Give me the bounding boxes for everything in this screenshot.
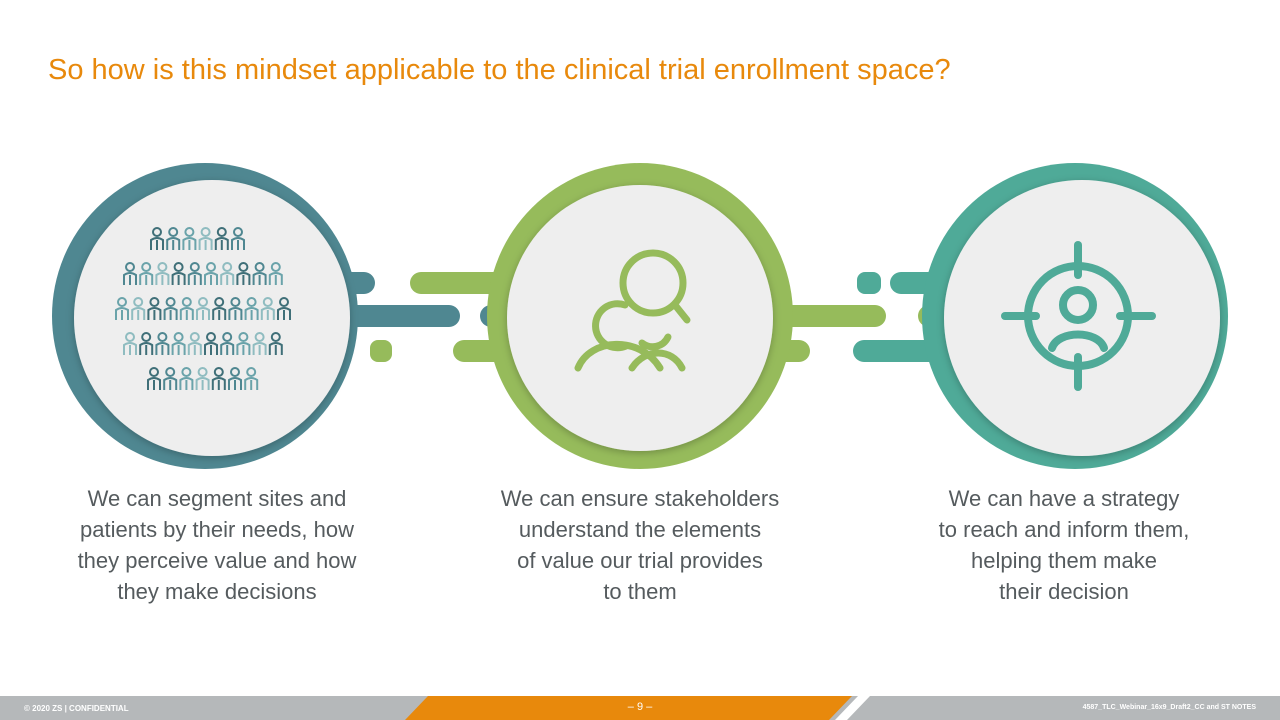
person-figure — [231, 227, 245, 250]
person-figure — [252, 262, 267, 285]
step-2-caption: We can ensure stakeholders understand th… — [470, 483, 810, 607]
caption-line: We can have a strategy — [948, 486, 1180, 511]
person-figure — [171, 262, 186, 285]
person-figure — [139, 332, 154, 355]
person-figure — [212, 297, 227, 320]
person-figure — [236, 262, 251, 285]
caption-line: We can ensure stakeholders — [500, 486, 780, 511]
person-figure — [228, 367, 242, 390]
person-figure — [115, 297, 129, 320]
person-figure — [150, 227, 164, 250]
person-figure — [166, 227, 181, 250]
step-3-caption: We can have a strategy to reach and info… — [894, 483, 1234, 607]
step-2-circle — [487, 163, 793, 469]
person-figure — [244, 297, 259, 320]
target-person-icon — [1001, 241, 1156, 391]
person-figure — [277, 297, 291, 320]
footer-bar: © 2020 ZS | CONFIDENTIAL – 9 – 4587_TLC_… — [0, 696, 1280, 720]
footer-background — [0, 696, 1280, 720]
person-figure — [211, 367, 226, 390]
person-figure — [236, 332, 251, 355]
person-figure — [244, 367, 259, 390]
person-figure — [179, 367, 194, 390]
page-number: – 9 – — [627, 701, 653, 713]
person-figure — [228, 297, 243, 320]
footer-filename: 4587_TLC_Webinar_16x9_Draft2_CC and ST N… — [1082, 704, 1256, 711]
caption-line: they perceive value and how — [77, 548, 357, 573]
person-figure — [123, 332, 137, 355]
caption-line: helping them make — [971, 548, 1157, 573]
caption-line: patients by their needs, how — [80, 517, 354, 542]
footer-copyright: © 2020 ZS | CONFIDENTIAL — [24, 704, 129, 713]
slide-title: So how is this mindset applicable to the… — [48, 54, 951, 86]
person-figure — [268, 262, 283, 285]
person-figure — [123, 262, 137, 285]
step-1-caption: We can segment sites and patients by the… — [47, 483, 387, 607]
person-figure — [268, 332, 283, 355]
person-figure — [155, 332, 170, 355]
person-figure — [196, 297, 210, 320]
caption-line: of value our trial provides — [517, 548, 763, 573]
person-figure — [187, 332, 202, 355]
person-figure — [252, 332, 267, 355]
person-figure — [131, 297, 146, 320]
person-figure — [187, 262, 202, 285]
caption-line: We can segment sites and — [87, 486, 347, 511]
caption-line: their decision — [999, 579, 1129, 604]
step-1-circle — [52, 163, 358, 469]
person-figure — [195, 367, 210, 390]
person-figure — [204, 332, 218, 355]
caption-line: to them — [603, 579, 677, 604]
person-figure — [147, 297, 162, 320]
person-figure — [163, 367, 178, 390]
person-figure — [198, 227, 213, 250]
people-crowd-icon — [115, 227, 291, 390]
person-figure — [163, 297, 178, 320]
caption-line: they make decisions — [117, 579, 317, 604]
person-figure — [260, 297, 275, 320]
caption-line: to reach and inform them, — [938, 517, 1190, 542]
caption-line: understand the elements — [518, 517, 762, 542]
person-figure — [155, 262, 170, 285]
person-figure — [139, 262, 154, 285]
person-figure — [204, 262, 218, 285]
person-figure — [179, 297, 194, 320]
person-figure — [147, 367, 161, 390]
person-figure — [182, 227, 197, 250]
person-figure — [214, 227, 229, 250]
people-search-icon — [574, 249, 691, 372]
person-figure — [220, 332, 235, 355]
person-figure — [171, 332, 186, 355]
process-graphic — [52, 163, 1228, 469]
person-figure — [220, 262, 235, 285]
